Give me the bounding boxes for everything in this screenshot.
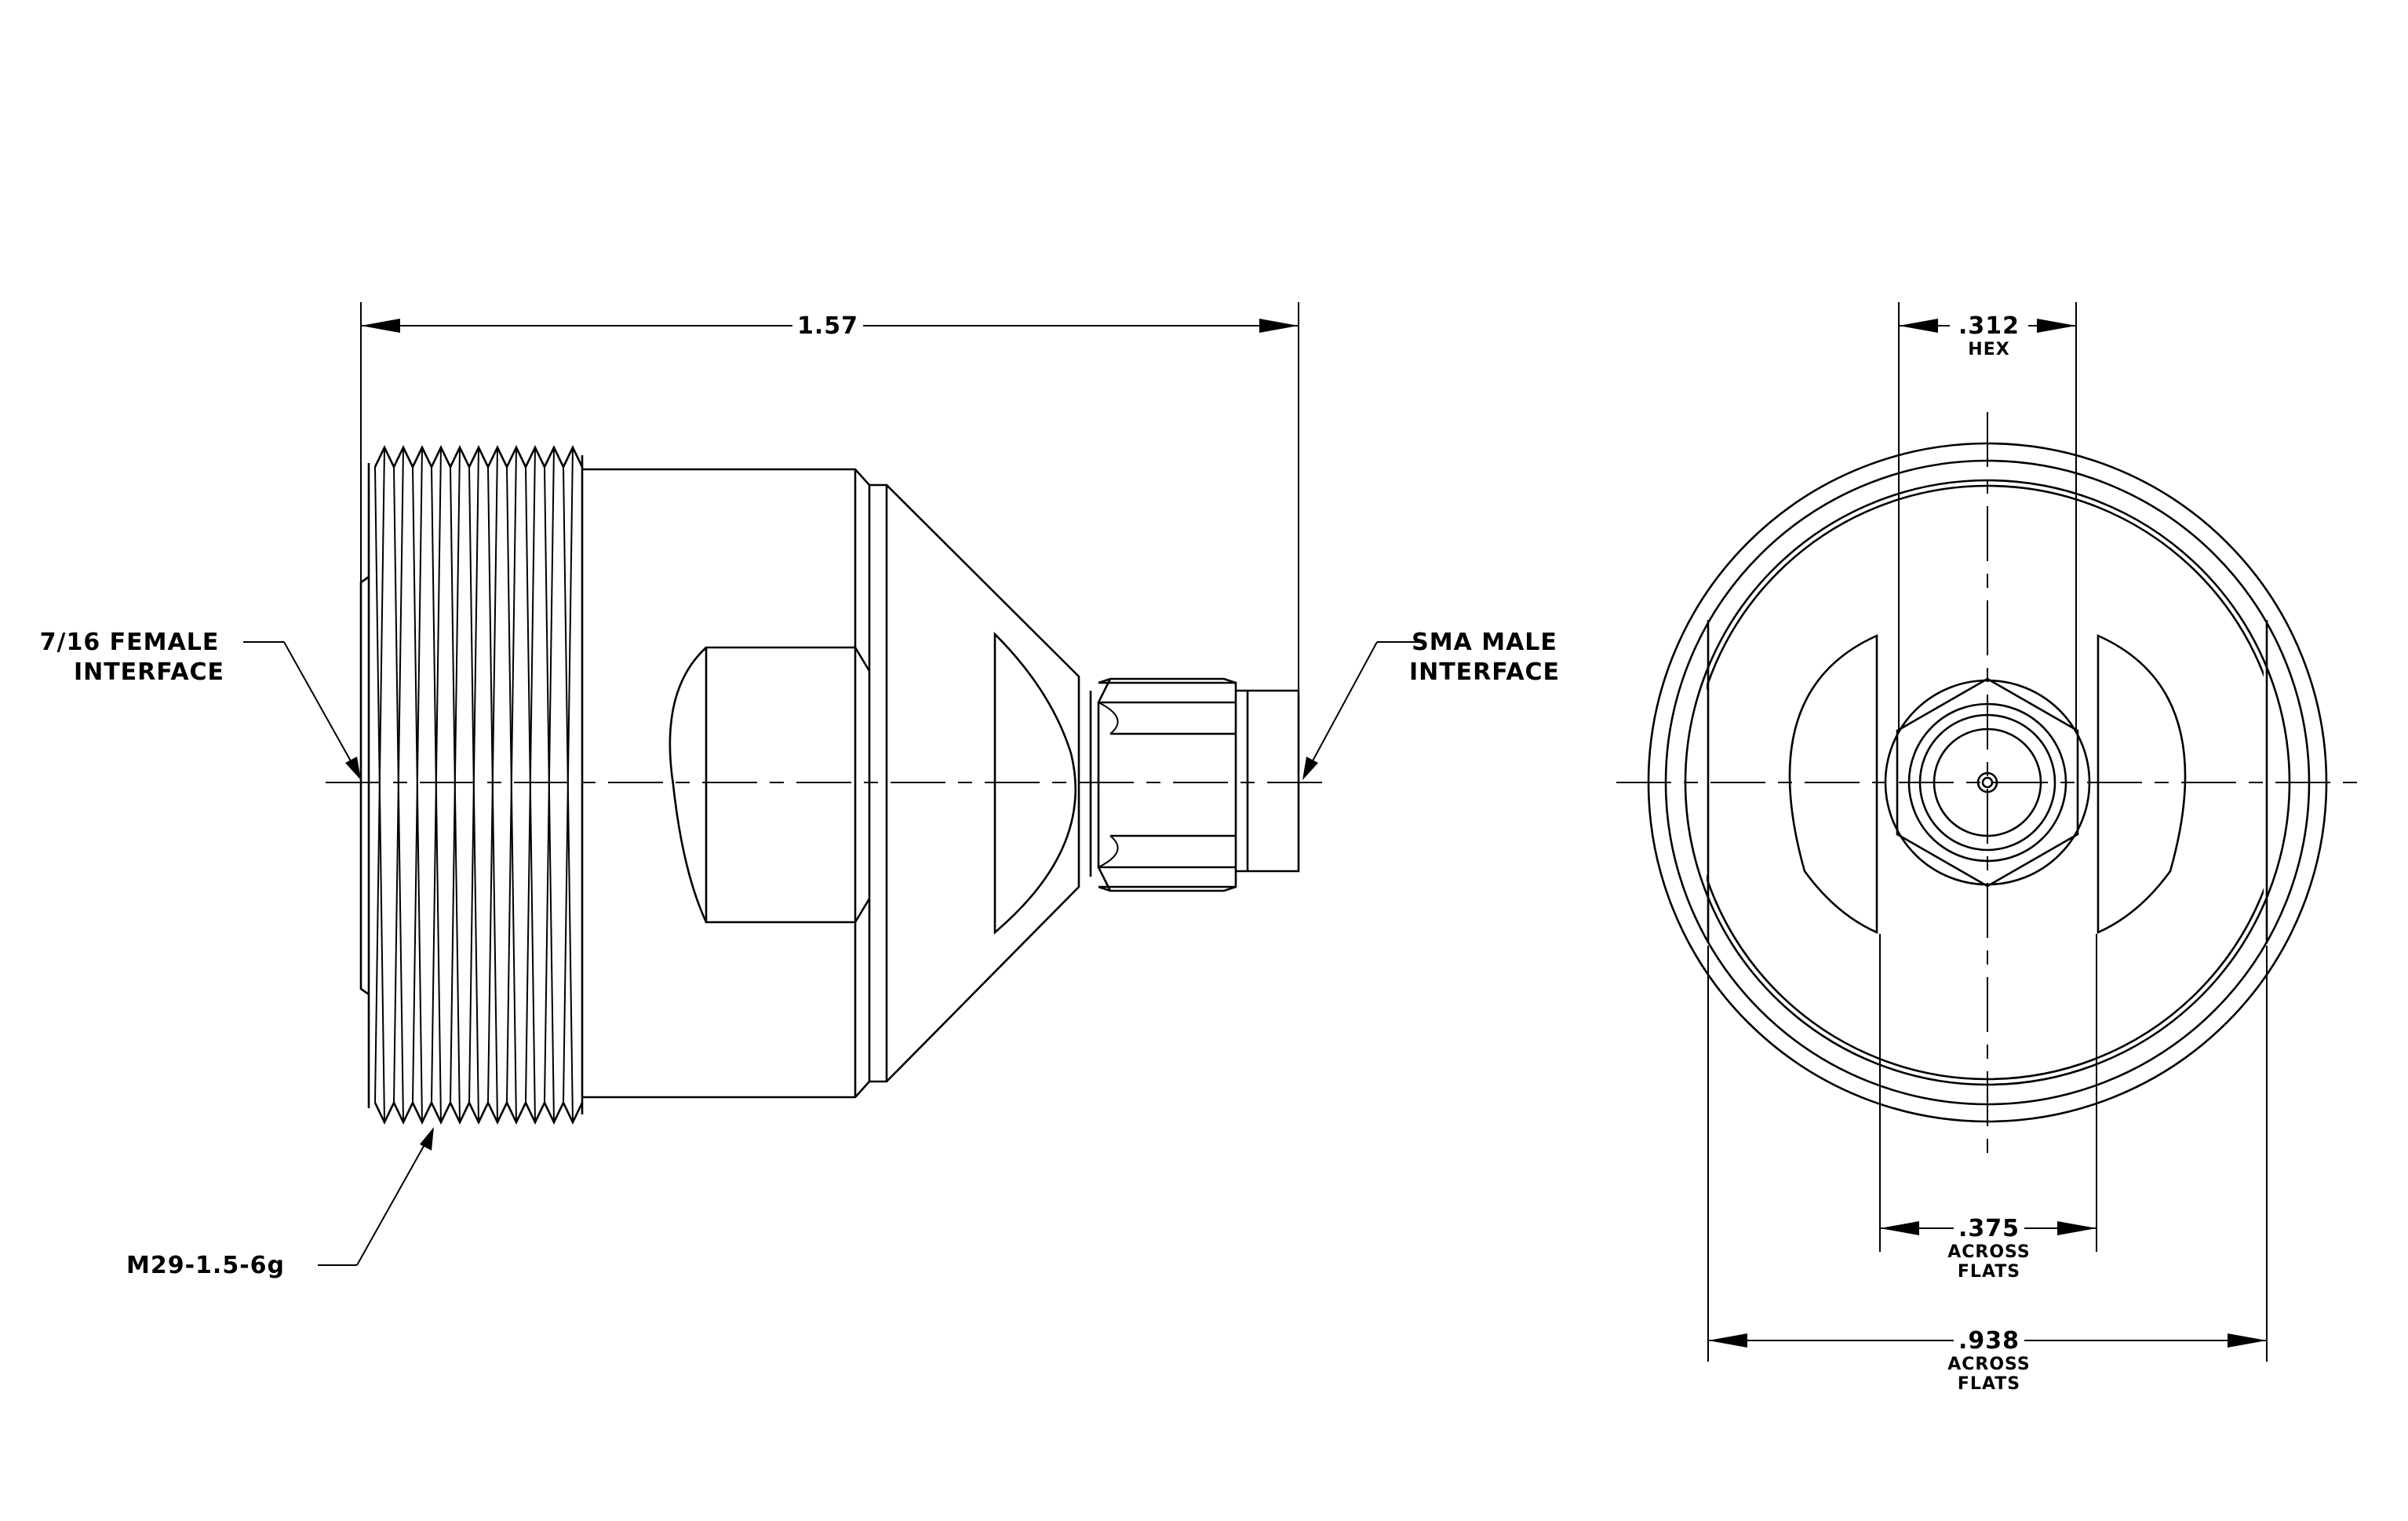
length-value: 1.57 [797,312,858,340]
hex-dimension: .312 HEX [1898,302,2077,730]
cone-section [869,483,1080,1083]
large-flats-note-line1: ACROSS [1947,1355,2031,1374]
large-flats-dimension: .938 ACROSS FLATS [1707,946,2268,1394]
sma-nut [1089,677,1300,892]
thread-label: M29-1.5-6g [126,1252,285,1279]
side-view: 1.57 [40,302,1560,1279]
large-flats-note-line2: FLATS [1958,1374,2020,1394]
large-flats-value: .938 [1958,1327,2020,1355]
small-flats-value: .375 [1958,1215,2020,1242]
thread-callout: M29-1.5-6g [126,1127,434,1279]
male-label-line2: INTERFACE [1409,658,1560,686]
female-label-line2: INTERFACE [74,658,224,686]
hex-note: HEX [1968,340,2009,359]
male-interface-callout: SMA MALE INTERFACE [1302,629,1560,780]
thread-section [359,444,584,1125]
end-hex-nut [1884,677,2091,888]
male-label-line1: SMA MALE [1412,629,1557,656]
main-body [582,468,871,1099]
small-flats-note-line1: ACROSS [1947,1242,2031,1262]
length-dimension: 1.57 [360,302,1299,773]
small-flats-note-line2: FLATS [1958,1262,2020,1282]
hex-value: .312 [1958,312,2020,340]
end-view: .312 HEX .375 ACROSS FLATS .938 ACROSS F… [1616,302,2362,1394]
small-flats-dimension: .375 ACROSS FLATS [1879,934,2097,1282]
female-interface-callout: 7/16 FEMALE INTERFACE [40,629,361,780]
female-label-line1: 7/16 FEMALE [40,629,220,656]
